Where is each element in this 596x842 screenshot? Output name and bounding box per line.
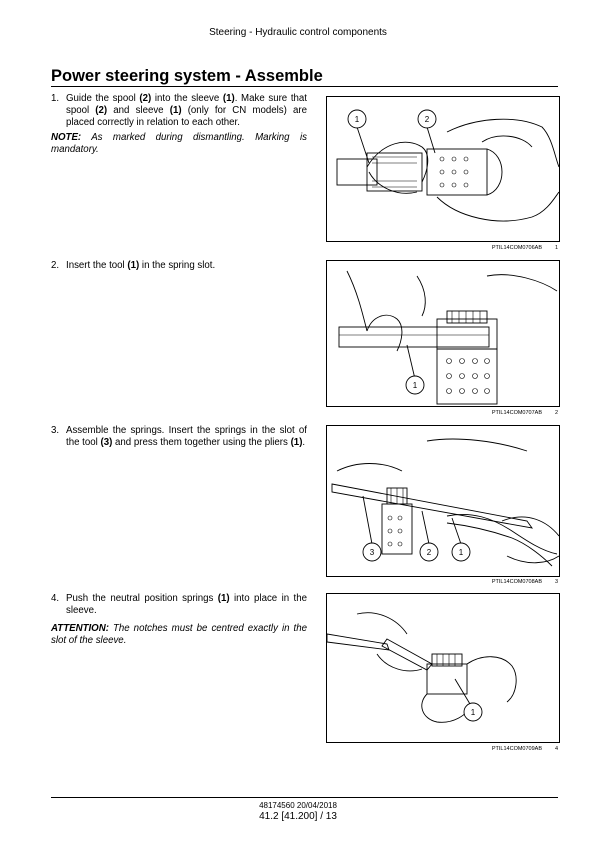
attention-label: ATTENTION: [51,623,109,634]
figure-number: 2 [554,410,558,416]
figure-3: 3 2 1 [326,425,560,577]
figure-2: 1 [326,260,560,407]
figure-3-caption: PTIL14COM0708AB 3 [326,579,558,585]
step-number: 2. [51,260,60,271]
callout-1 [463,702,483,722]
figure-2-caption: PTIL14COM0707AB 2 [326,410,558,416]
step-number: 3. [51,425,60,436]
step-text: Insert the tool (1) in the spring slot. [66,260,216,271]
footer-document-id: 48174560 20/04/2018 [259,801,337,810]
step-3: 3. Assemble the springs. Insert the spri… [51,425,307,449]
step-2: 2. Insert the tool (1) in the spring slo… [51,260,307,272]
figure-1: 1 2 [326,96,560,242]
note-text: As marked during dismantling. Marking is… [51,132,307,156]
callout-label: 1 [459,548,464,557]
figure-code: PTIL14COM0708AB [491,579,542,585]
callout-label: 3 [370,548,375,557]
figure-number: 4 [554,746,558,752]
callout-label: 1 [413,381,418,390]
footer-rule [51,797,558,798]
callout-1 [405,375,425,395]
step-1-note: NOTE: As marked during dismantling. Mark… [51,132,307,156]
figure-number: 1 [554,245,558,251]
footer-page-number: 41.2 [41.200] / 13 [259,811,337,822]
note-label: NOTE: [51,132,82,143]
step-text: Push the neutral position springs (1) in… [66,593,307,617]
title-rule [51,86,558,87]
figure-4: 1 [326,593,560,743]
callout-2 [417,109,437,129]
step-number: 1. [51,93,60,104]
page-title: Power steering system - Assemble [51,67,323,85]
figure-1-caption: PTIL14COM0706AB 1 [326,245,558,251]
spool-sleeve-illustration: 1 2 [336,109,559,222]
figure-code: PTIL14COM0706AB [491,245,542,251]
attention-text: The notches must be centred exactly in t… [51,623,307,647]
spring-assembly-illustration: 3 2 1 [331,438,559,567]
step-text: Assemble the springs. Insert the springs… [66,425,307,449]
callout-label: 1 [471,708,476,717]
figure-code: PTIL14COM0707AB [491,410,542,416]
callout-3 [362,542,382,562]
running-header: Steering - Hydraulic control components [209,27,387,38]
callout-1 [347,109,367,129]
figure-4-caption: PTIL14COM0709AB 4 [326,746,558,752]
step-4: 4. Push the neutral position springs (1)… [51,593,307,617]
callout-label: 1 [355,115,360,124]
step-number: 4. [51,593,60,604]
callout-label: 2 [425,115,430,124]
tool-insertion-illustration: 1 [338,270,558,405]
step-text: Guide the spool (2) into the sleeve (1).… [66,93,307,129]
callout-label: 2 [427,548,432,557]
callout-2 [419,542,439,562]
figure-code: PTIL14COM0709AB [491,746,542,752]
figure-number: 3 [554,579,558,585]
neutral-springs-illustration: 1 [327,612,517,723]
step-4-attention: ATTENTION: The notches must be centred e… [51,623,307,647]
step-1: 1. Guide the spool (2) into the sleeve (… [51,93,307,130]
callout-1 [451,542,471,562]
